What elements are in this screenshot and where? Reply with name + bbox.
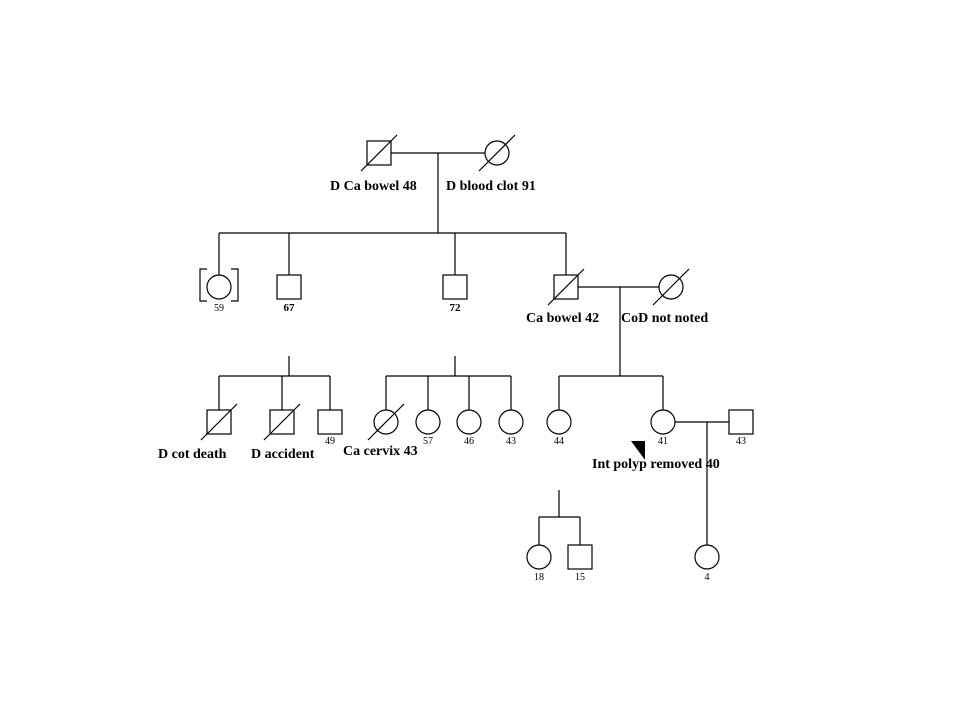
- gen4: 18 15 4: [526, 490, 720, 583]
- age-label: 57: [423, 436, 433, 447]
- adoption-bracket-right: [231, 268, 239, 302]
- daughter-circle: [206, 274, 232, 300]
- accident-label: D accident: [251, 447, 315, 462]
- spouse-label: CoD not noted: [621, 311, 708, 326]
- daughter-circle: [526, 544, 552, 570]
- ca-cervix-label: Ca cervix 43: [343, 444, 418, 459]
- age-label: 43: [506, 436, 516, 447]
- proband-label: Int polyp removed 40: [592, 457, 720, 472]
- daughter-circle: [415, 409, 441, 435]
- cot-death-label: D cot death: [158, 447, 227, 462]
- deceased-slash: [547, 268, 585, 306]
- son-square: [567, 544, 593, 570]
- age-label: 4: [705, 572, 710, 583]
- proband-arrow-icon: [631, 441, 645, 460]
- age-label: 46: [464, 436, 474, 447]
- age-label: 67: [284, 302, 296, 314]
- father-label: D Ca bowel 48: [330, 179, 417, 194]
- age-label: 59: [214, 303, 224, 314]
- mother-label: D blood clot 91: [446, 179, 536, 194]
- adoption-bracket-left: [199, 268, 207, 302]
- age-label: 41: [658, 436, 668, 447]
- age-label: 43: [736, 436, 746, 447]
- son-square: [442, 274, 468, 300]
- gen2: 59 67 72 Ca bowel 42 CoD not noted: [199, 232, 708, 376]
- proband-circle: [650, 409, 676, 435]
- age-label: 72: [450, 302, 462, 314]
- gen3: D cot death D accident 49 57 46 43 Ca ce…: [158, 356, 754, 545]
- gen1: D Ca bowel 48 D blood clot 91: [330, 134, 536, 233]
- proband-spouse-square: [728, 409, 754, 435]
- age-label: 49: [325, 436, 335, 447]
- deceased-slash: [478, 134, 516, 172]
- son-square: [317, 409, 343, 435]
- age-label: 15: [575, 572, 585, 583]
- affected-son-label: Ca bowel 42: [526, 311, 599, 326]
- daughter-circle: [546, 409, 572, 435]
- deceased-slash: [200, 403, 238, 441]
- daughter-circle: [498, 409, 524, 435]
- deceased-slash: [263, 403, 301, 441]
- daughter-circle: [456, 409, 482, 435]
- son-square: [276, 274, 302, 300]
- age-label: 18: [534, 572, 544, 583]
- deceased-slash: [652, 268, 690, 306]
- deceased-slash: [367, 403, 405, 441]
- deceased-slash: [360, 134, 398, 172]
- daughter-circle: [694, 544, 720, 570]
- age-label: 44: [554, 436, 564, 447]
